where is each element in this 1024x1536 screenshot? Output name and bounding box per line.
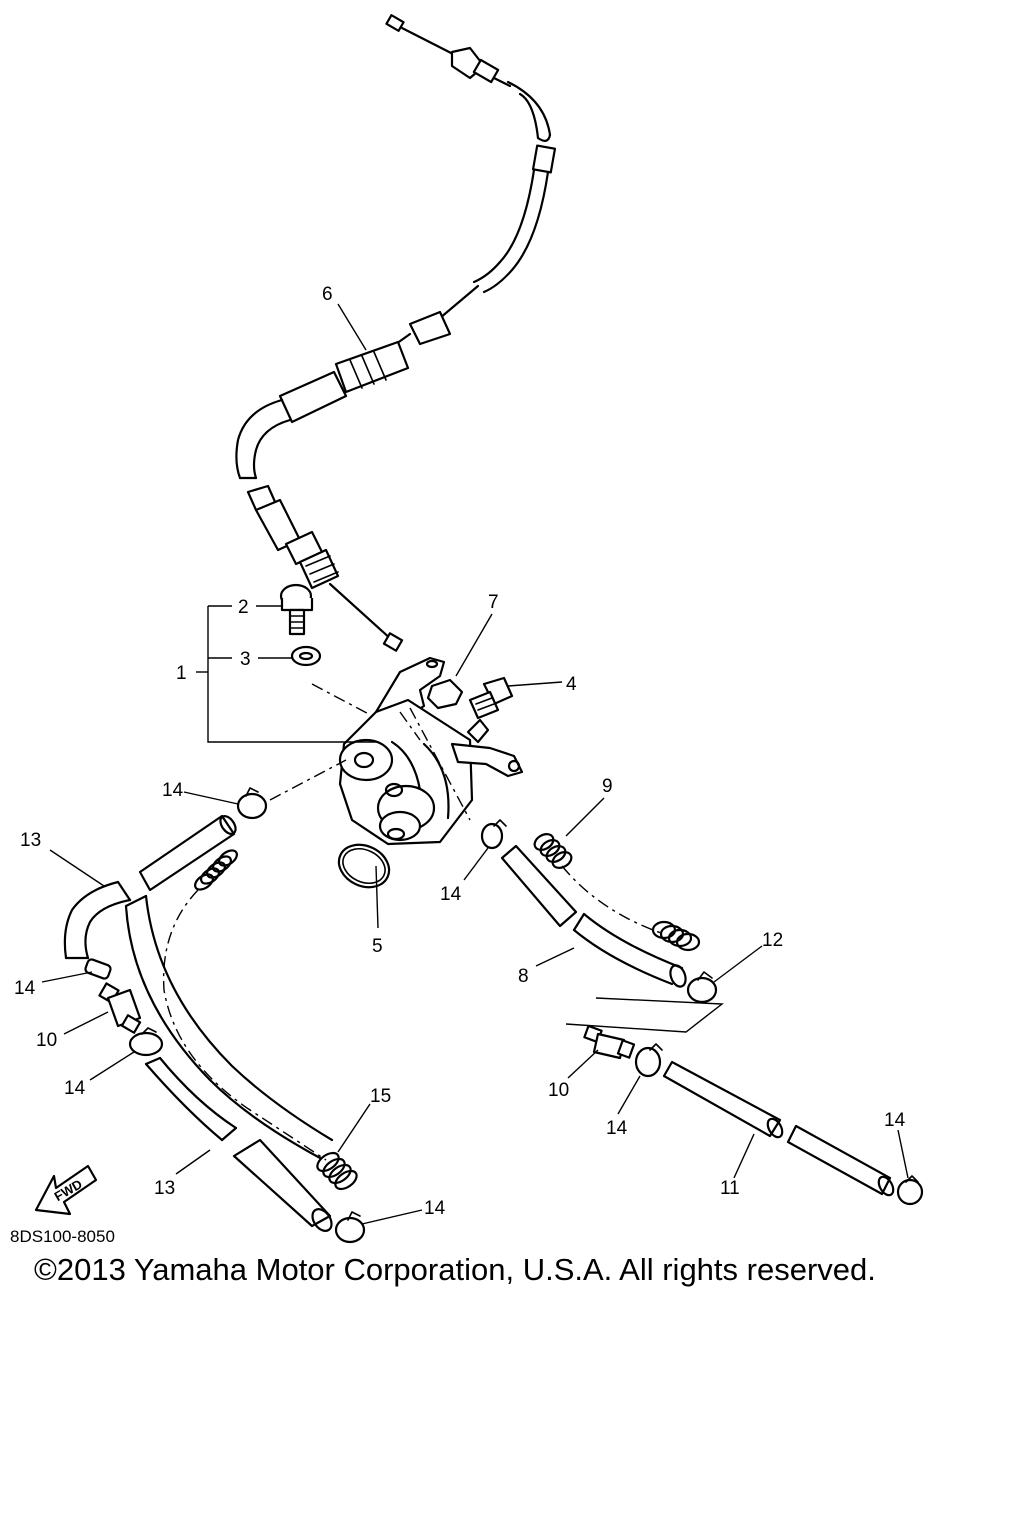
callout-11: 11: [720, 1178, 740, 1199]
spring-top-left: [194, 849, 238, 891]
callout-15: 15: [370, 1086, 391, 1107]
callout-7: 7: [488, 592, 499, 613]
callout-9: 9: [602, 776, 613, 797]
callout-12: 12: [762, 930, 783, 951]
callout-14-right: 14: [606, 1118, 628, 1139]
callout-10-left: 10: [36, 1030, 57, 1051]
drawing-code: 8DS100-8050: [10, 1227, 115, 1246]
oil-pump-assembly: [338, 656, 524, 846]
left-hoses: [63, 787, 366, 1244]
callout-14-left-lower: 14: [64, 1078, 86, 1099]
callout-1: 1: [176, 663, 187, 684]
callout-5: 5: [372, 936, 383, 957]
callout-14-bottom: 14: [424, 1198, 446, 1219]
callout-13-lower: 13: [154, 1178, 175, 1199]
throttle-cable: [235, 14, 557, 652]
callout-14-left-upper: 14: [14, 978, 36, 999]
bolt-part-2: [279, 583, 314, 636]
fwd-arrow-icon: FWD: [34, 1164, 98, 1216]
callout-10-right: 10: [548, 1080, 569, 1101]
bolt-part-4: [468, 676, 514, 720]
callout-13-upper: 13: [20, 830, 41, 851]
callout-4: 4: [566, 674, 577, 695]
spring-bottom-left: [316, 1151, 358, 1191]
callout-2: 2: [238, 597, 249, 618]
copyright-notice: ©2013 Yamaha Motor Corporation, U.S.A. A…: [34, 1252, 876, 1287]
callout-14-top: 14: [162, 780, 184, 801]
spring-top-right: [533, 833, 573, 869]
callout-8: 8: [518, 966, 529, 987]
callout-3: 3: [240, 649, 251, 670]
right-hoses: [480, 819, 924, 1206]
callout-6: 6: [322, 284, 333, 305]
parts-diagram: FWD 1 2 3 4 5 6 7 8 9 10 10 11 12 13 13 …: [10, 14, 924, 1246]
spring-bottom-right: [651, 920, 701, 952]
nut-part-7: [426, 678, 464, 710]
callout-labels: 1 2 3 4 5 6 7 8 9 10 10 11 12 13 13 14 1…: [14, 284, 906, 1219]
callout-14-center: 14: [440, 884, 462, 905]
o-ring-part-5: [337, 843, 391, 889]
callout-14-far-right: 14: [884, 1110, 906, 1131]
leader-lines: [41, 303, 909, 1225]
washer-part-3: [290, 645, 322, 667]
